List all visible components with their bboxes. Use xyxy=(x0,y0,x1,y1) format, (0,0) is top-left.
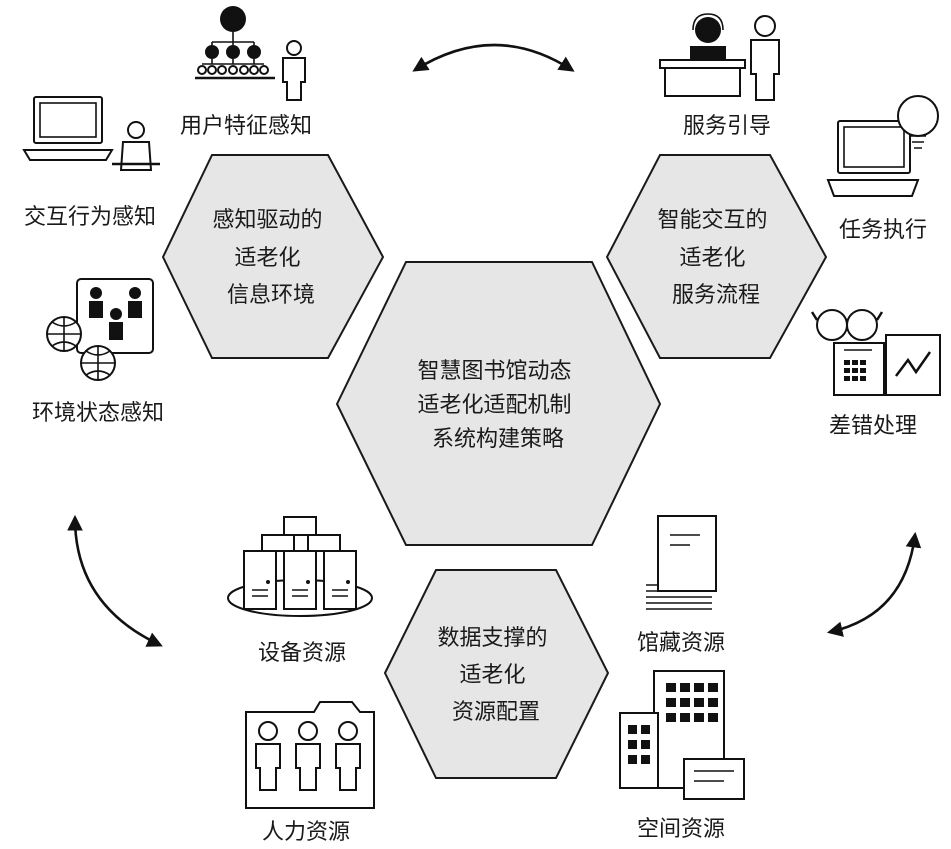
servers-icon xyxy=(227,516,373,617)
hex-service-line-3: 服务流程 xyxy=(672,283,760,308)
hex-data-line-3: 资源配置 xyxy=(452,700,540,725)
staff-folder-icon xyxy=(245,701,375,809)
hex-service: 智能交互的 适老化 服务流程 xyxy=(605,154,828,359)
label-error-handling: 差错处理 xyxy=(829,414,917,439)
hex-perception-line-3: 信息环境 xyxy=(227,283,315,308)
document-stack-icon xyxy=(646,515,717,610)
group-hierarchy-icon xyxy=(195,6,306,101)
label-collection: 馆藏资源 xyxy=(637,631,725,656)
service-desk-icon xyxy=(659,13,780,101)
hex-perception-line-1: 感知驱动的 xyxy=(212,208,322,233)
hex-service-line-2: 适老化 xyxy=(679,246,745,271)
hex-data-line-1: 数据支撑的 xyxy=(437,626,547,651)
svg-text:数据支撑的 适老化 资源配置: 数据支撑的 适老化 资源配置 xyxy=(437,626,554,725)
cycle-arrow-top xyxy=(412,43,575,72)
cycle-arrow-left xyxy=(67,514,163,647)
hex-data: 数据支撑的 适老化 资源配置 xyxy=(383,569,610,779)
hex-perception-line-2: 适老化 xyxy=(234,246,300,271)
label-environment-state: 环境状态感知 xyxy=(32,401,164,426)
hex-perception: 感知驱动的 适老化 信息环境 xyxy=(161,154,385,359)
hex-service-line-1: 智能交互的 xyxy=(657,208,767,233)
label-space: 空间资源 xyxy=(637,817,725,842)
hex-data-line-2: 适老化 xyxy=(459,663,525,688)
svg-text:智慧图书馆动态 适老化适配机制 系统: 智慧图书馆动态 适老化适配机制 系统构建策略 xyxy=(417,359,578,452)
label-interaction-behavior: 交互行为感知 xyxy=(24,205,156,230)
center-line-1: 智慧图书馆动态 xyxy=(417,359,571,384)
label-task-execution: 任务执行 xyxy=(839,218,927,243)
globe-people-icon xyxy=(46,278,154,381)
center-line-2: 适老化适配机制 xyxy=(417,393,571,418)
building-icon xyxy=(619,670,745,800)
cycle-arrow-right xyxy=(826,531,922,637)
label-human: 人力资源 xyxy=(262,820,350,845)
center-line-3: 系统构建策略 xyxy=(432,427,564,452)
svg-text:感知驱动的 适老化 信息环境: 感知驱动的 适老化 信息环境 xyxy=(212,208,329,308)
label-user-feature: 用户特征感知 xyxy=(180,114,312,139)
hex-center: 智慧图书馆动态 适老化适配机制 系统构建策略 xyxy=(335,261,662,546)
label-equipment: 设备资源 xyxy=(258,641,346,666)
svg-text:智能交互的 适老化 服务流程: 智能交互的 适老化 服务流程 xyxy=(657,208,774,308)
glasses-chart-icon xyxy=(810,309,941,396)
laptop-bulb-icon xyxy=(826,95,939,197)
label-service-guide: 服务引导 xyxy=(683,114,771,139)
laptop-user-icon xyxy=(22,96,160,171)
